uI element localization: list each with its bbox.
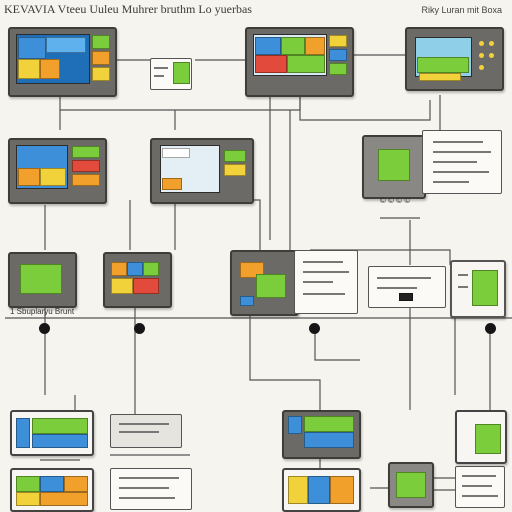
- panel-bottom-center-2: [282, 468, 361, 512]
- doc-row3-right: [368, 266, 446, 308]
- panel-top-left: [8, 27, 117, 97]
- panel-row2-left: [8, 138, 107, 204]
- doc-bottom-left: [110, 414, 182, 448]
- panel-row2-center: [150, 138, 254, 204]
- caption-left: 1 Sbuplaryu Brunt: [10, 307, 75, 316]
- panel-bottom-left: [10, 410, 94, 456]
- panel-row3-center: [230, 250, 299, 316]
- bus-node-3: [309, 323, 320, 334]
- doc-bottom-right: [455, 466, 505, 508]
- doc-top-left: [150, 58, 192, 90]
- panel-top-center: [245, 27, 354, 97]
- bus-node-1: [39, 323, 50, 334]
- caption-right-mid: © © © ©: [380, 196, 411, 205]
- doc-bottom-center-left: [110, 468, 192, 510]
- panel-top-right: [405, 27, 504, 91]
- panel-bottom-left-2: [10, 468, 94, 512]
- panel-row2-right: [362, 135, 426, 199]
- panel-bottom-right: [455, 410, 507, 464]
- panel-row3-right: [450, 260, 506, 318]
- corner-label: Riky Luran mit Boxa: [421, 5, 502, 15]
- panel-row3-left: [8, 252, 77, 308]
- panel-bottom-right-small: [388, 462, 434, 508]
- diagram-title: KEVAVIA Vteeu Uuleu Muhrer bruthm Lo yue…: [4, 2, 252, 16]
- bus-node-4: [485, 323, 496, 334]
- doc-row2-right: [422, 130, 502, 194]
- doc-row3-center: [294, 250, 358, 314]
- panel-row3-center-left: [103, 252, 172, 308]
- panel-bottom-center: [282, 410, 361, 459]
- bus-node-2: [134, 323, 145, 334]
